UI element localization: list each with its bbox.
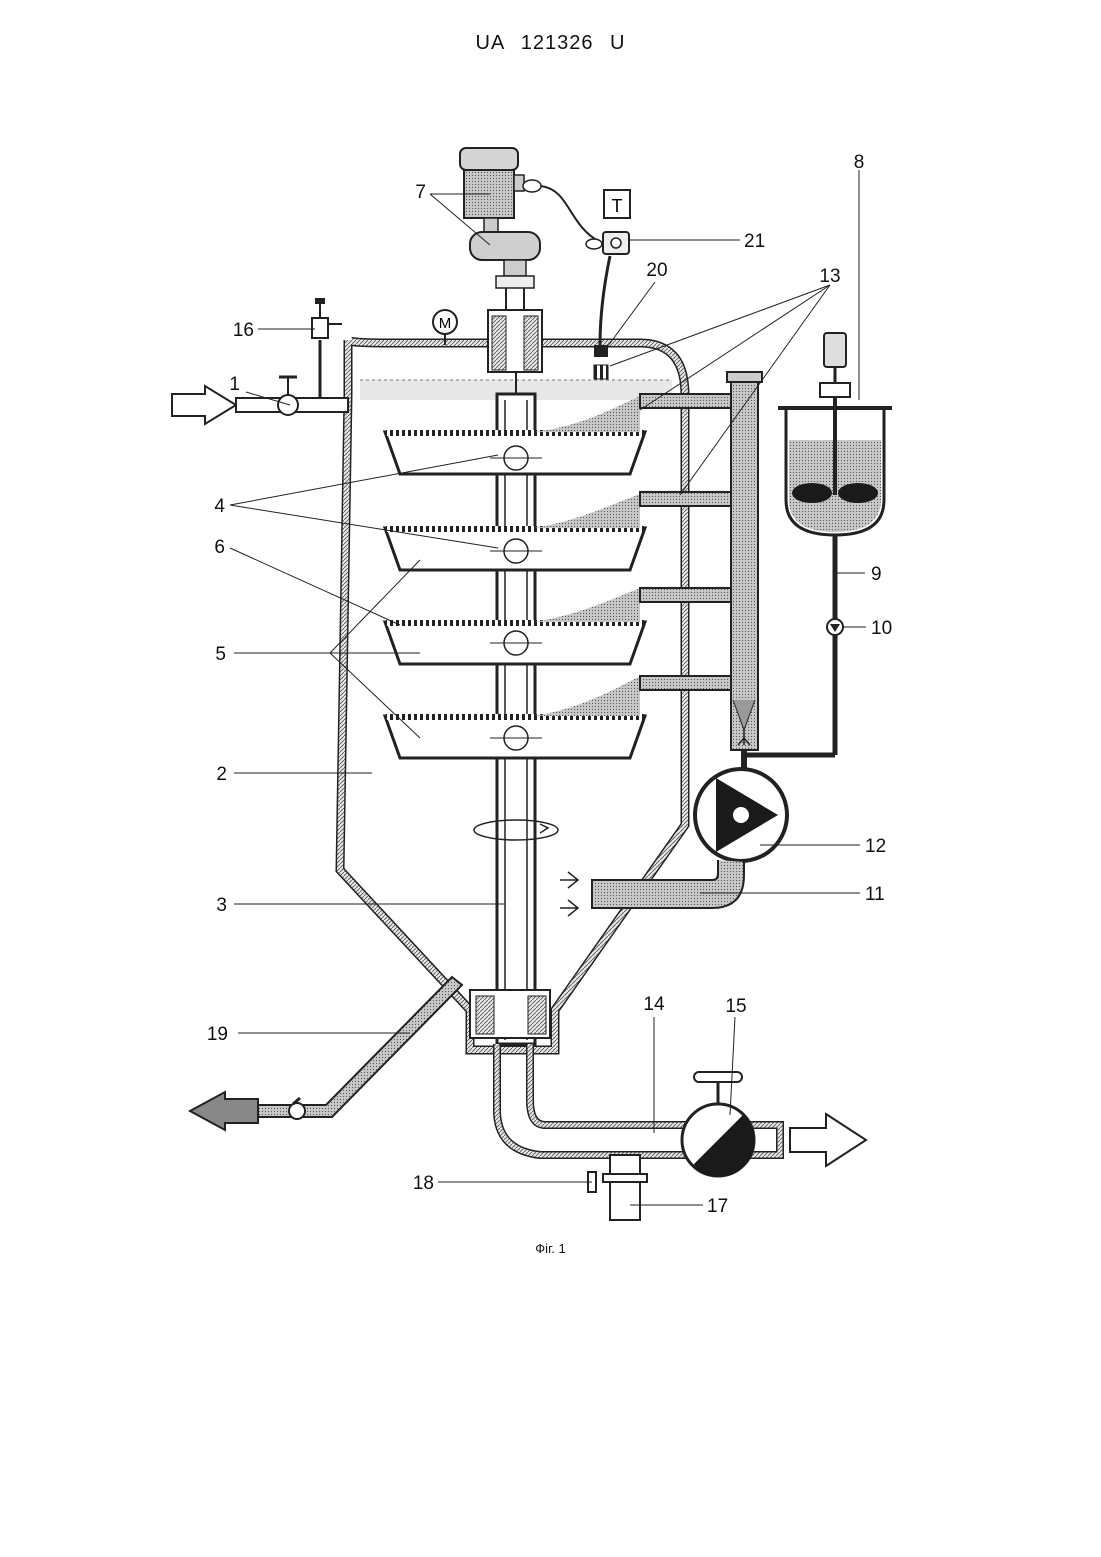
label-6: 6 <box>214 537 225 558</box>
label-18: 18 <box>413 1173 434 1194</box>
label-14: 14 <box>643 994 665 1015</box>
label-5: 5 <box>215 644 226 665</box>
label-16: 16 <box>233 320 254 341</box>
drive-motor <box>460 148 600 372</box>
label-2: 2 <box>216 764 227 785</box>
inlet-pipe <box>172 298 348 424</box>
label-11: 11 <box>865 884 885 905</box>
temperature-controller: T <box>586 190 630 379</box>
label-10: 10 <box>871 618 892 639</box>
label-13: 13 <box>819 266 840 287</box>
label-9: 9 <box>871 564 882 585</box>
label-1: 1 <box>229 374 240 395</box>
reagent-tank <box>744 170 892 755</box>
label-3: 3 <box>216 895 227 916</box>
label-19: 19 <box>207 1024 228 1045</box>
outlet-pipe <box>497 1044 866 1220</box>
label-21: 21 <box>744 231 765 252</box>
label-20: 20 <box>646 260 667 281</box>
drain-pipe <box>190 977 462 1130</box>
figure-caption: Фіг. 1 <box>0 1241 1101 1256</box>
label-15: 15 <box>725 996 746 1017</box>
label-12: 12 <box>865 836 886 857</box>
label-4: 4 <box>214 496 225 517</box>
gauge-letter: M <box>439 315 452 332</box>
thermo-letter: T <box>612 196 623 216</box>
distribution-column <box>640 372 762 770</box>
label-17: 17 <box>707 1196 728 1217</box>
label-8: 8 <box>854 152 865 173</box>
label-7: 7 <box>415 182 426 203</box>
